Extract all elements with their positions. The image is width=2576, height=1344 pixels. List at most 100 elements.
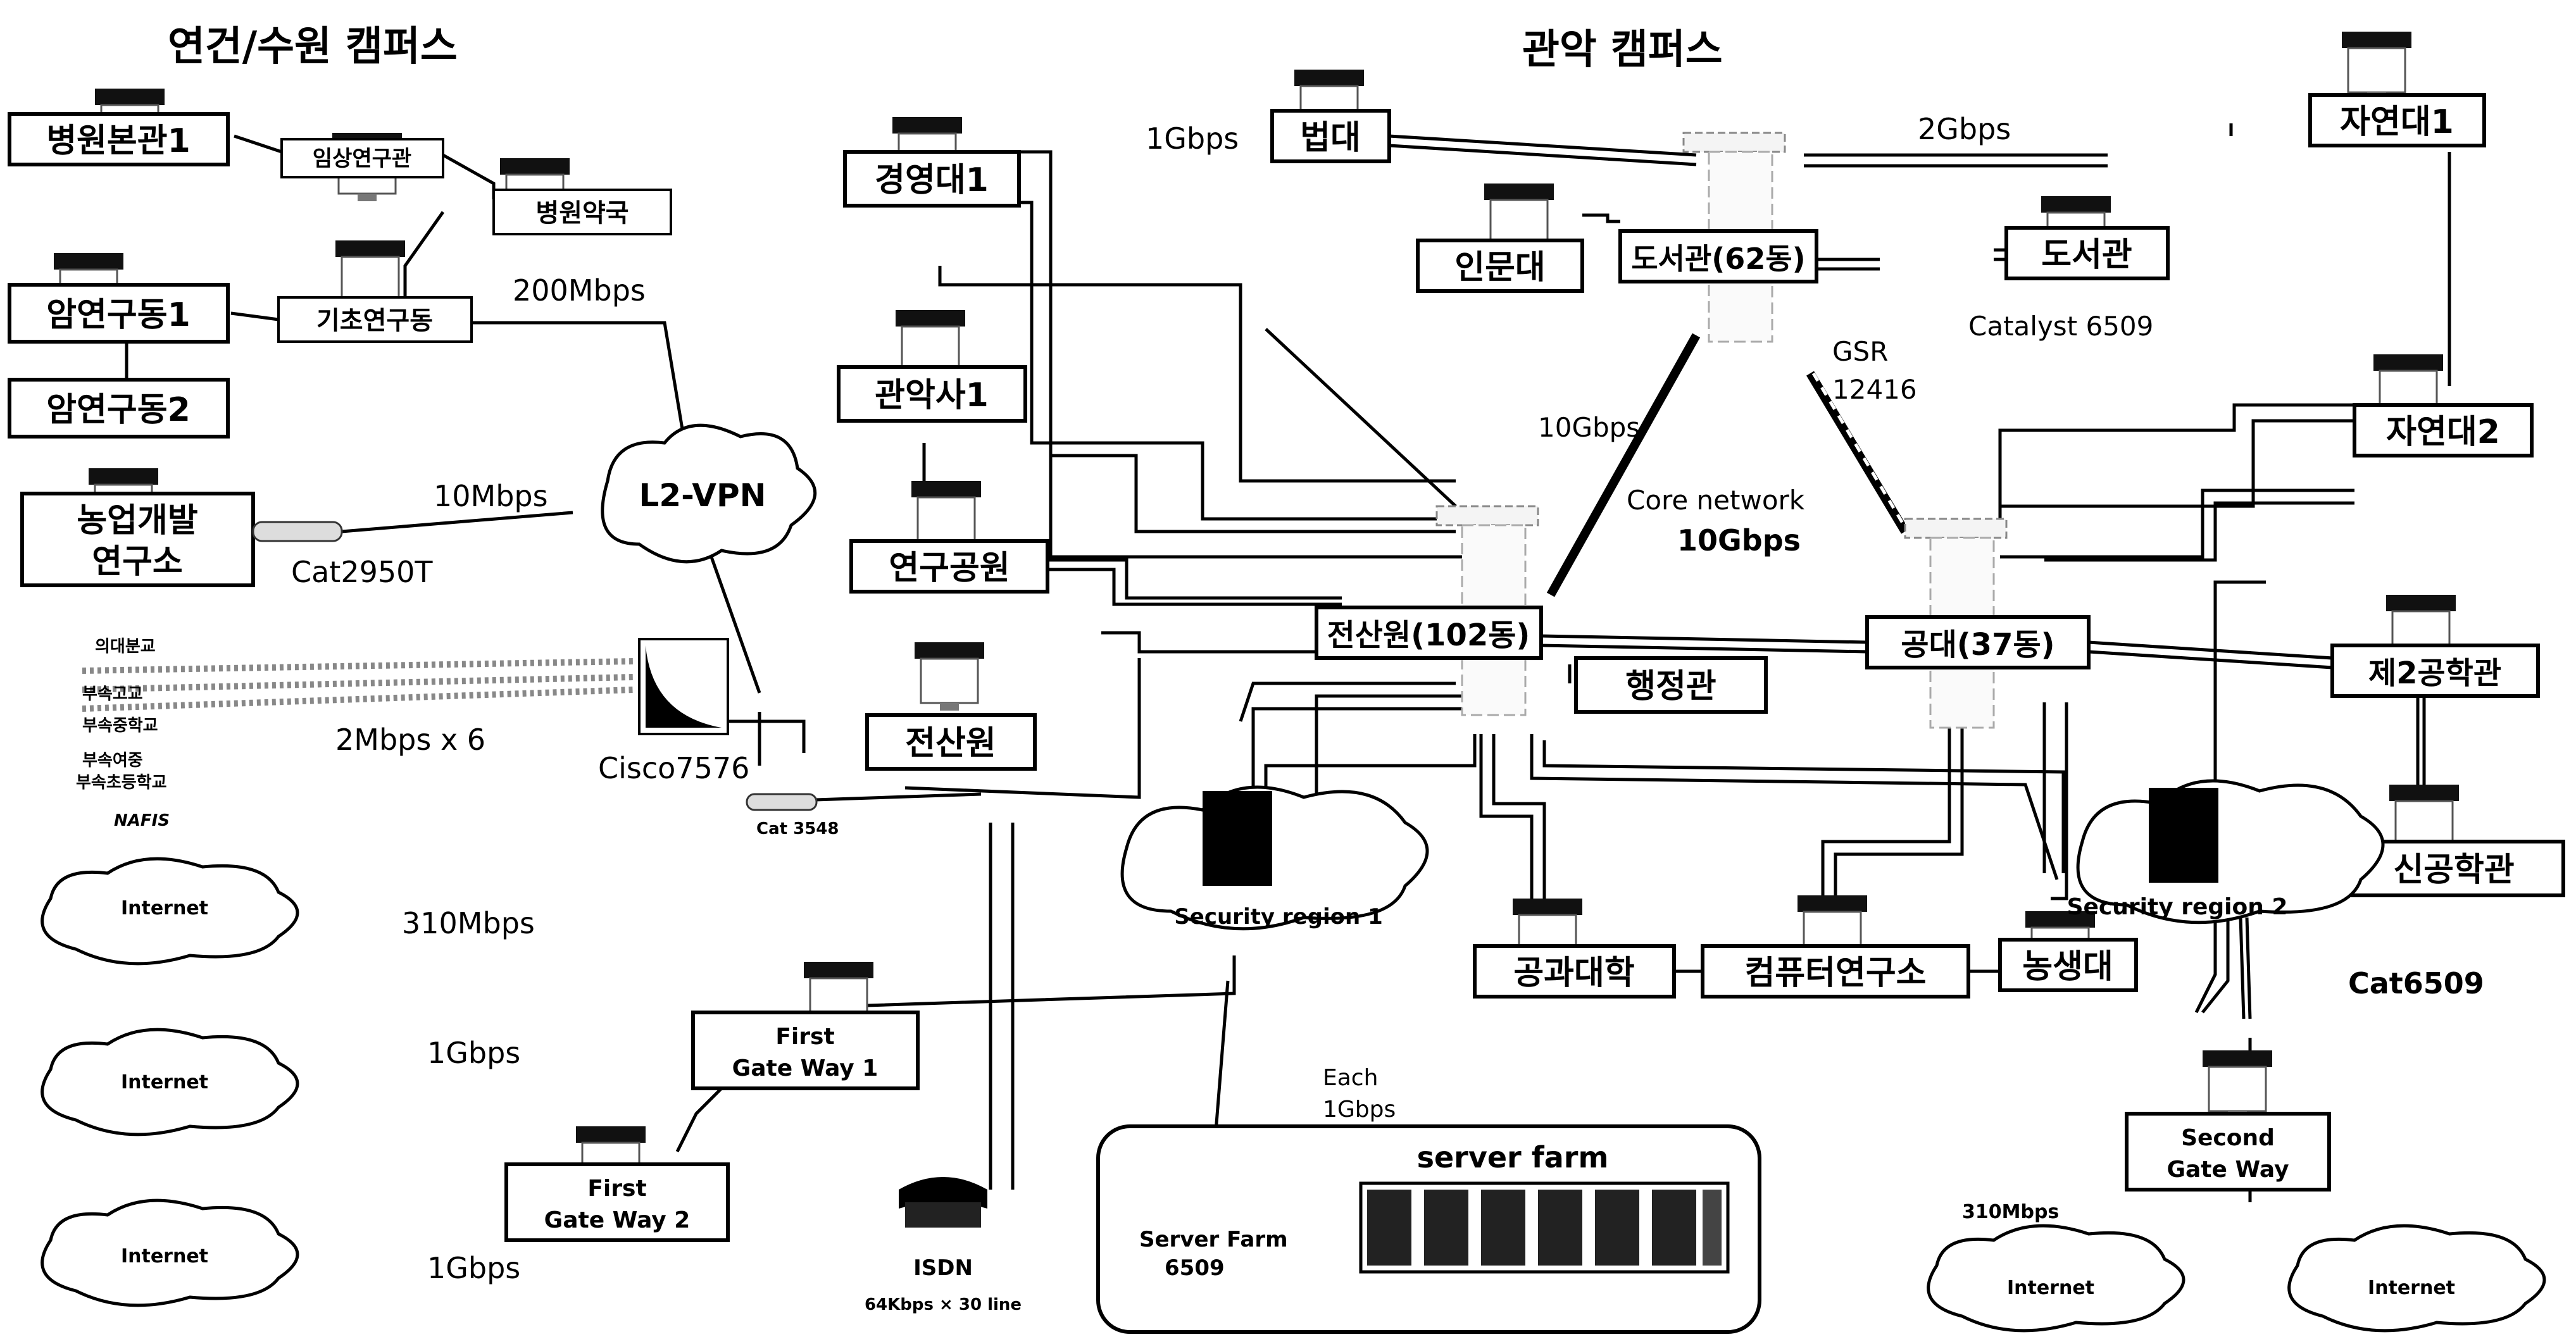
node-college-of-eng: 공과대학 [1473, 944, 1676, 999]
link-label-10mbps: 10Mbps [434, 479, 548, 513]
node-agri-dev-institute: 농업개발 연구소 [20, 492, 255, 587]
svg-text:Gate Way: Gate Way [2166, 1157, 2289, 1183]
internet-cloud-1: Internet [41, 857, 299, 966]
internet-2-label: Internet [121, 1071, 208, 1093]
right-campus-title: 관악 캠퍼스 [1522, 27, 1723, 73]
node-gwanak-dorm1-label: 관악사1 [875, 376, 989, 414]
first-gateway-1: First Gate Way 1 [691, 1011, 920, 1090]
firewall-2-icon [2149, 788, 2218, 883]
cat2950-label: Cat2950T [291, 555, 433, 589]
node-second-eng-bldg: 제2공학관 [2330, 644, 2540, 698]
node-administration-label: 행정관 [1625, 668, 1716, 706]
branch-sites: 의대분교 부속고교 부속중학교 부속여중 부속초등학교 [76, 637, 634, 792]
node-clinical-research-label: 임상연구관 [313, 146, 411, 171]
node-hospital-main-label: 병원본관1 [46, 122, 191, 160]
node-hospital-main: 병원본관1 [8, 112, 230, 166]
isdn-lines-label: 64Kbps × 30 line [865, 1295, 1022, 1314]
node-basic-research-label: 기초연구동 [316, 306, 433, 335]
node-basic-research: 기초연구동 [277, 296, 473, 343]
cat3548-switch [746, 793, 818, 811]
node-law: 법대 [1270, 109, 1391, 163]
node-humanities: 인문대 [1416, 239, 1584, 293]
firewall-1-icon [1203, 791, 1272, 886]
node-natural-sci1: 자연대1 [2308, 93, 2486, 147]
svg-text:Second: Second [2181, 1125, 2275, 1151]
core-links [1546, 333, 1913, 597]
node-engineering-37: 공대(37동) [1865, 615, 2091, 669]
security-region-2-label: Security region 2 [2067, 894, 2288, 920]
link-label-200mbps: 200Mbps [513, 273, 646, 308]
node-hospital-pharmacy: 병원약국 [492, 189, 672, 235]
link-label-1gbps-gw2: 1Gbps [427, 1251, 520, 1285]
isdn-phone-icon [899, 1177, 987, 1228]
link-label-each: Each [1323, 1065, 1378, 1091]
node-agri-life-sci: 농생대 [1998, 938, 2138, 992]
isdn-label: ISDN [913, 1255, 973, 1281]
link-label-2gbps: 2Gbps [1918, 112, 2011, 146]
node-engineering-37-label: 공대(37동) [1901, 627, 2054, 663]
gsr-label-1: GSR [1832, 336, 1888, 367]
node-college-of-eng-label: 공과대학 [1513, 954, 1634, 992]
left-campus-title: 연건/수원 캠퍼스 [168, 23, 458, 70]
security-region-1: Security region 1 [1120, 785, 1429, 931]
server-farm-6509-label-2: 6509 [1165, 1255, 1225, 1281]
node-cancer-bldg2: 암연구동2 [8, 378, 230, 439]
node-administration: 행정관 [1574, 656, 1768, 714]
node-cancer-bldg1: 암연구동1 [8, 283, 230, 344]
node-hospital-pharmacy-label: 병원약국 [535, 199, 628, 228]
node-new-eng-bldg-label: 신공학관 [2393, 851, 2514, 889]
node-gwanak-dorm1: 관악사1 [837, 365, 1027, 423]
link-label-each-1gbps: 1Gbps [1323, 1097, 1396, 1123]
node-agri-dev-institute-label-1: 농업개발 [77, 502, 197, 540]
security-region-1-label: Security region 1 [1174, 904, 1382, 930]
node-library-62-label: 도서관(62동) [1631, 242, 1805, 276]
link-label-10gbps: 10Gbps [1538, 412, 1640, 443]
node-library-label: 도서관 [2041, 236, 2132, 274]
node-library-62: 도서관(62동) [1618, 229, 1818, 283]
cisco7576-router [638, 638, 729, 735]
security-region-2: Security region 2 [2067, 779, 2385, 924]
server-farm: server farm Server Farm 6509 [1096, 1124, 1761, 1334]
l2vpn-cloud: L2-VPN [601, 423, 816, 564]
node-computer-center-label: 전산원 [905, 725, 996, 762]
core-network-label: Core network [1627, 485, 1805, 516]
node-second-eng-bldg-label: 제2공학관 [2368, 656, 2501, 691]
node-natural-sci2: 자연대2 [2353, 403, 2534, 457]
server-rack-icon [1359, 1181, 1730, 1274]
node-agri-life-sci-label: 농생대 [2022, 948, 2113, 986]
branch-site-3: 부속여중 [82, 751, 143, 770]
internet-cloud-4: Internet [1927, 1224, 2185, 1333]
node-natural-sci1-label: 자연대1 [2340, 103, 2454, 141]
nafis-label: NAFIS [114, 811, 170, 830]
node-business1: 경영대1 [843, 150, 1021, 208]
node-computer-institute: 컴퓨터연구소 [1701, 944, 1970, 999]
branch-site-1: 부속고교 [82, 685, 143, 704]
node-business1-label: 경영대1 [875, 161, 989, 199]
internet-cloud-2: Internet [41, 1028, 299, 1136]
node-computer-center-102: 전산원(102동) [1315, 606, 1543, 660]
internet-5-label: Internet [2368, 1277, 2455, 1299]
catalyst-label: Catalyst 6509 [1968, 311, 2153, 342]
node-computer-center: 전산원 [865, 713, 1037, 771]
gsr-label-2: 12416 [1832, 374, 1917, 405]
node-computer-institute-label: 컴퓨터연구소 [1744, 954, 1926, 992]
node-cancer-bldg2-label: 암연구동2 [46, 391, 191, 429]
link-label-310mbps: 310Mbps [402, 906, 535, 940]
node-natural-sci2-label: 자연대2 [2386, 413, 2500, 451]
cisco7576-label: Cisco7576 [598, 751, 749, 785]
node-humanities-label: 인문대 [1454, 249, 1546, 287]
svg-text:First: First [775, 1024, 834, 1050]
node-law-label: 법대 [1300, 119, 1361, 157]
link-label-310mbps-small: 310Mbps [1962, 1201, 2059, 1223]
link-label-1gbps: 1Gbps [1146, 121, 1239, 156]
link-label-2mbps-x6: 2Mbps x 6 [335, 723, 485, 757]
node-research-park: 연구공원 [849, 539, 1049, 594]
branch-site-4: 부속초등학교 [76, 773, 167, 792]
internet-cloud-3: Internet [41, 1198, 299, 1307]
branch-site-0: 의대분교 [95, 637, 156, 656]
node-clinical-research: 임상연구관 [280, 138, 444, 178]
first-gateway-2: First Gate Way 2 [504, 1162, 730, 1242]
svg-text:First: First [587, 1176, 646, 1202]
second-gateway: Second Gate Way [2125, 1112, 2331, 1192]
